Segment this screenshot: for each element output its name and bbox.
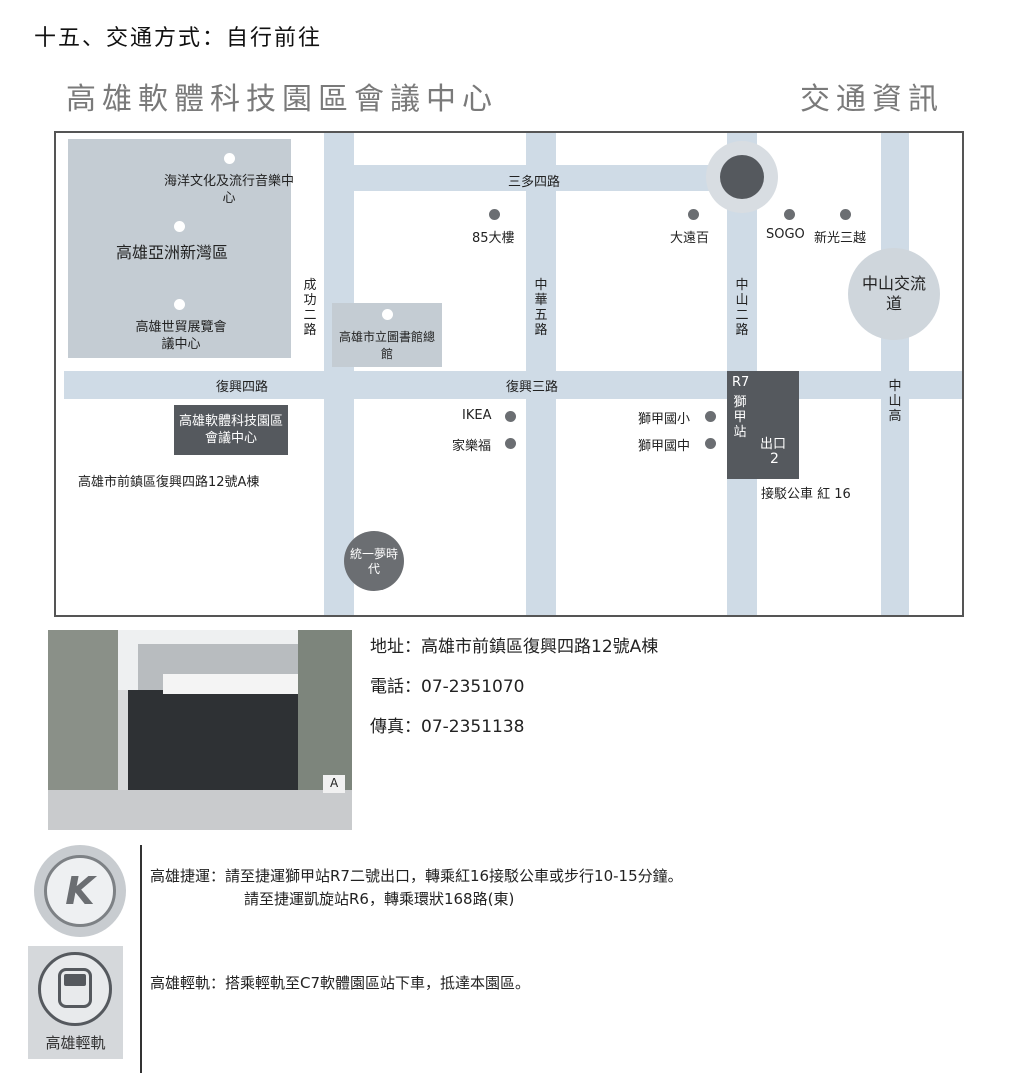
mrt-logo-icon: K bbox=[34, 845, 126, 937]
lrt-logo-icon: 高雄輕軌 bbox=[28, 946, 123, 1059]
dream-mall-label: 統一夢時代 bbox=[349, 547, 398, 576]
banner-transport-title: 交通資訊 bbox=[800, 82, 944, 117]
building-photo: A bbox=[48, 630, 352, 830]
carrefour-dot bbox=[505, 438, 516, 449]
fax-text: 傳真：07-2351138 bbox=[370, 717, 525, 737]
road-label-zhonghua: 中華五路 bbox=[534, 278, 548, 338]
dayuan-label: 大遠百 bbox=[670, 231, 710, 246]
road-label-chenggong: 成功二路 bbox=[303, 278, 317, 338]
library-label: 高雄市立圖書館總館 bbox=[338, 330, 435, 361]
ikea-dot bbox=[505, 411, 516, 422]
expo-label: 高雄世貿展覽會議中心 bbox=[135, 320, 227, 352]
ikea-label: IKEA bbox=[462, 408, 492, 423]
road-label-zhongshan2: 中山二路 bbox=[735, 278, 749, 338]
phone-text: 電話：07-2351070 bbox=[370, 677, 525, 697]
shuttle-bus-label: 接駁公車 紅 16 bbox=[761, 487, 851, 502]
shijia-jr-dot bbox=[705, 438, 716, 449]
shijia-elem-dot bbox=[705, 411, 716, 422]
banner-venue-title: 高雄軟體科技園區會議中心 bbox=[66, 82, 498, 117]
road-fuxing bbox=[64, 371, 962, 399]
shijia-jr-label: 獅甲國中 bbox=[638, 439, 691, 454]
road-sanduo bbox=[324, 165, 757, 191]
zhongshan-interchange-circle bbox=[848, 248, 940, 340]
b85-label: 85大樓 bbox=[472, 231, 515, 246]
venue-address-label: 高雄市前鎮區復興四路12號A棟 bbox=[78, 475, 260, 490]
ocean-center-dot bbox=[224, 153, 235, 164]
ocean-center-label: 海洋文化及流行音樂中心 bbox=[164, 174, 295, 206]
lrt-route-line: 高雄輕軌：搭乘輕軌至C7軟體園區站下車，抵達本園區。 bbox=[150, 974, 531, 992]
carrefour-label: 家樂福 bbox=[452, 439, 492, 454]
shijia-elem-label: 獅甲國小 bbox=[638, 412, 691, 427]
b85-dot bbox=[489, 209, 500, 220]
location-map: 中山交流道 統一夢時代 海洋文化及流行音樂中心 高雄亞洲新灣區 高雄世貿展覽會議… bbox=[54, 131, 964, 617]
mrt-logo-letter: K bbox=[65, 869, 95, 913]
asia-bay-dot bbox=[174, 221, 185, 232]
road-label-fuxing4: 復興四路 bbox=[216, 380, 269, 395]
transport-divider bbox=[140, 845, 142, 1073]
address-text: 地址：高雄市前鎮區復興四路12號A棟 bbox=[370, 637, 659, 657]
photo-sign-letter: A bbox=[330, 776, 339, 790]
intersection-marker bbox=[720, 155, 764, 199]
library-dot bbox=[382, 309, 393, 320]
mrt-code: R7 bbox=[732, 375, 750, 390]
dayuan-dot bbox=[688, 209, 699, 220]
dream-mall-circle bbox=[344, 531, 404, 591]
road-label-zhongshan-hwy: 中山高 bbox=[888, 379, 902, 424]
mrt-station-name: 獅甲站 bbox=[733, 395, 747, 440]
sogo-label: SOGO bbox=[766, 227, 805, 242]
zhongshan-interchange-label: 中山交流道 bbox=[862, 274, 927, 313]
venue-box: 高雄軟體科技園區會議中心 bbox=[174, 405, 288, 455]
mrt-route-line-1: 高雄捷運：請至捷運獅甲站R7二號出口，轉乘紅16接駁公車或步行10-15分鐘。 bbox=[150, 867, 683, 885]
asia-bay-zone bbox=[68, 139, 291, 358]
mrt-exit-number: 2 bbox=[770, 451, 779, 467]
section-heading: 十五、交通方式：自行前往 bbox=[34, 26, 323, 51]
expo-dot bbox=[174, 299, 185, 310]
road-label-fuxing3: 復興三路 bbox=[506, 380, 559, 395]
asia-bay-label: 高雄亞洲新灣區 bbox=[116, 243, 229, 262]
shinkong-dot bbox=[840, 209, 851, 220]
road-label-sanduo: 三多四路 bbox=[508, 175, 561, 190]
mrt-route-line-2: 請至捷運凱旋站R6，轉乘環狀168路(東) bbox=[244, 890, 515, 908]
shinkong-label: 新光三越 bbox=[814, 231, 867, 246]
mrt-exit-label: 出口 bbox=[760, 437, 787, 452]
sogo-dot bbox=[784, 209, 795, 220]
lrt-logo-caption: 高雄輕軌 bbox=[45, 1034, 106, 1052]
mrt-station-box bbox=[727, 371, 799, 479]
